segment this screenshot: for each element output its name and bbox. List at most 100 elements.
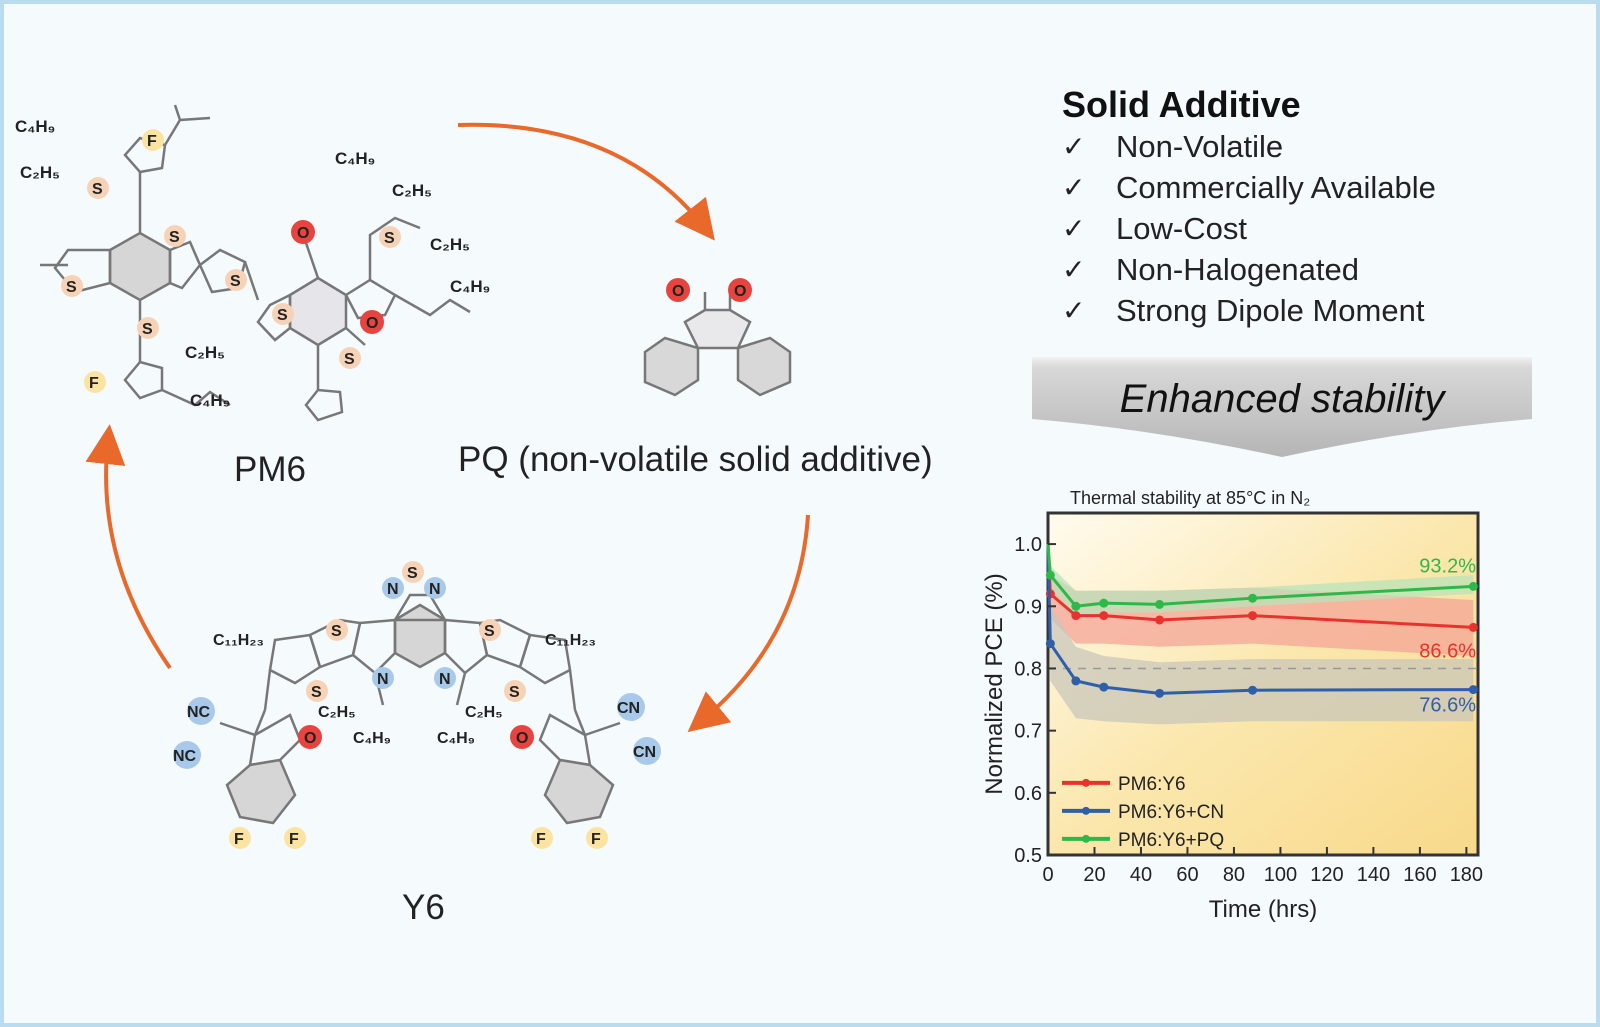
legend-label: PM6:Y6+PQ [1118,830,1224,851]
svg-text:C₂H₅: C₂H₅ [318,704,356,721]
data-point [1099,598,1109,608]
data-point [1248,685,1258,695]
svg-text:F: F [147,133,157,150]
y-tick-label: 1.0 [1014,534,1042,556]
data-point [1468,581,1478,591]
feature-item: ✓ Strong Dipole Moment [1062,290,1436,331]
svg-text:S: S [344,351,355,368]
legend-label: PM6:Y6+CN [1118,802,1224,823]
x-tick-label: 0 [1042,864,1053,886]
svg-text:C₂H₅: C₂H₅ [430,235,470,254]
arrow-y6-to-pm6 [85,424,172,670]
svg-text:F: F [289,831,299,848]
x-tick-label: 140 [1357,864,1390,886]
x-axis-label: Time (hrs) [1209,896,1317,923]
pq-label: PQ (non-volatile solid additive) [458,440,933,479]
features-panel: Solid Additive ✓Non-Volatile✓Commerciall… [1062,84,1436,331]
y-tick-label: 0.6 [1014,783,1042,805]
y-tick-label: 0.8 [1014,658,1042,680]
svg-text:C₂H₅: C₂H₅ [185,343,225,362]
svg-text:N: N [387,581,399,598]
feature-label: Strong Dipole Moment [1116,292,1425,328]
svg-text:S: S [331,623,342,640]
svg-text:C₁₁H₂₃: C₁₁H₂₃ [213,632,264,649]
svg-text:CN: CN [633,744,656,761]
svg-text:O: O [304,730,316,747]
svg-text:S: S [509,684,520,701]
svg-text:O: O [297,225,309,242]
data-point [1099,611,1109,621]
legend-label: PM6:Y6 [1118,774,1186,795]
error-band [1048,544,1474,725]
svg-text:O: O [366,315,378,332]
svg-text:CN: CN [617,700,640,717]
data-point [1045,570,1055,580]
data-point [1071,676,1081,686]
feature-label: Non-Halogenated [1116,251,1360,287]
svg-text:S: S [230,273,241,290]
checkmark-icon: ✓ [1062,172,1086,203]
data-point [1099,682,1109,692]
data-point [1155,688,1165,698]
svg-text:O: O [734,283,746,300]
pm6-label: PM6 [234,450,306,489]
features-list: ✓Non-Volatile✓Commercially Available✓Low… [1062,126,1436,331]
pq-structure: O O [643,278,792,397]
cycle-arrows [85,122,810,733]
svg-text:O: O [672,283,684,300]
features-title: Solid Additive [1062,84,1301,125]
svg-text:O: O [516,730,528,747]
legend-marker [1082,806,1090,815]
enhanced-stability-banner [1032,357,1532,457]
svg-text:F: F [234,831,244,848]
svg-text:C₂H₅: C₂H₅ [20,163,60,182]
feature-item: ✓Commercially Available [1062,167,1436,208]
svg-text:S: S [92,181,103,198]
svg-text:S: S [169,229,180,246]
arrow-pm6-to-pq [457,122,715,241]
x-tick-label: 100 [1264,864,1297,886]
data-point [1045,639,1055,649]
svg-text:C₄H₉: C₄H₉ [353,730,391,747]
svg-text:NC: NC [173,748,197,765]
legend-marker [1082,778,1090,787]
feature-label: Non-Volatile [1116,128,1284,164]
legend-marker [1082,834,1090,843]
x-tick-label: 180 [1450,864,1483,886]
svg-text:S: S [311,684,322,701]
series-end-label: 86.6% [1419,640,1476,662]
feature-item: ✓Non-Halogenated [1062,249,1436,290]
feature-item: ✓Non-Volatile [1062,126,1436,167]
svg-text:S: S [66,279,77,296]
x-tick-label: 80 [1223,864,1245,886]
feature-label: Low-Cost [1116,210,1247,246]
svg-text:C₁₁H₂₃: C₁₁H₂₃ [545,632,596,649]
y-tick-label: 0.7 [1014,721,1042,743]
checkmark-icon: ✓ [1062,213,1086,244]
data-point [1248,593,1258,603]
y-axis-label: Normalized PCE (%) [981,573,1008,794]
series-end-label: 93.2% [1419,555,1476,577]
data-point [1468,622,1478,632]
x-tick-label: 40 [1130,864,1152,886]
data-point [1071,601,1081,611]
svg-text:N: N [429,581,441,598]
x-tick-label: 60 [1176,864,1198,886]
svg-text:C₄H₉: C₄H₉ [15,117,55,136]
svg-text:S: S [384,230,395,247]
svg-text:S: S [484,623,495,640]
svg-text:S: S [277,307,288,324]
svg-text:F: F [89,375,99,392]
y6-label: Y6 [402,888,445,927]
series-end-label: 76.6% [1419,695,1476,717]
svg-text:C₄H₉: C₄H₉ [437,730,475,747]
data-point [1468,685,1478,695]
checkmark-icon: ✓ [1062,295,1086,326]
svg-text:F: F [591,831,601,848]
svg-text:C₂H₅: C₂H₅ [392,181,432,200]
feature-item: ✓ Low-Cost [1062,208,1436,249]
x-tick-label: 160 [1403,864,1436,886]
y-tick-label: 0.9 [1014,596,1042,618]
